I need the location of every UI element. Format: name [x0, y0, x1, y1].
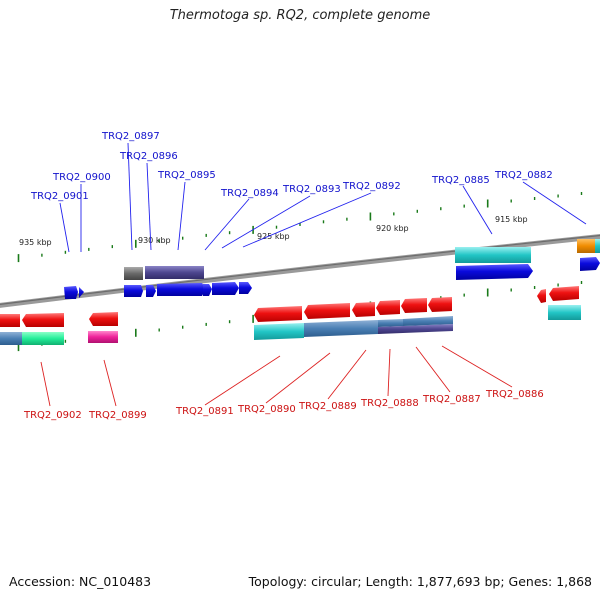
label-TRQ2_0888: TRQ2_0888 [360, 398, 419, 409]
gene-reverse-left-b[interactable] [22, 313, 64, 327]
gene-TRQ2_0899[interactable] [89, 312, 118, 326]
gene-forward-c[interactable] [239, 282, 252, 294]
scale-label-925: 925 kbp [257, 232, 290, 241]
label-TRQ2_0887: TRQ2_0887 [422, 394, 481, 405]
gene-TRQ2_0901[interactable] [64, 286, 78, 299]
feature-steel-left[interactable] [0, 332, 22, 345]
feature-cyan-right[interactable] [548, 305, 581, 320]
label-TRQ2_0889: TRQ2_0889 [298, 401, 357, 412]
scale-label-920: 920 kbp [376, 224, 409, 233]
feature-slate-band[interactable] [378, 324, 453, 334]
feature-slate-block[interactable] [145, 266, 204, 279]
gene-TRQ2_0896-feature[interactable] [146, 285, 156, 297]
feature-steel-band[interactable] [304, 320, 378, 337]
label-TRQ2_0894: TRQ2_0894 [220, 188, 279, 199]
label-TRQ2_0890: TRQ2_0890 [237, 404, 296, 415]
label-TRQ2_0897: TRQ2_0897 [101, 131, 160, 142]
feature-steel-band-3[interactable] [403, 316, 453, 326]
scale-label-930: 930 kbp [138, 236, 171, 245]
gene-TRQ2_0885[interactable] [456, 264, 533, 280]
label-TRQ2_0900: TRQ2_0900 [52, 172, 111, 183]
gene-forward-a[interactable] [203, 284, 212, 296]
gene-TRQ2_0900[interactable] [79, 287, 84, 298]
feature-cyan-edge[interactable] [595, 239, 600, 253]
label-TRQ2_0886: TRQ2_0886 [485, 389, 544, 400]
gene-TRQ2_0897-feature[interactable] [124, 285, 143, 297]
feature-steel-band-2[interactable] [378, 319, 403, 327]
label-TRQ2_0891: TRQ2_0891 [175, 406, 234, 417]
gene-TRQ2_0882[interactable] [580, 257, 600, 271]
label-TRQ2_0892: TRQ2_0892 [342, 181, 401, 192]
gene-TRQ2_0887[interactable] [401, 298, 427, 313]
feature-pink-TRQ2_0899[interactable] [88, 331, 118, 343]
gene-forward-b[interactable] [212, 282, 239, 295]
label-TRQ2_0896: TRQ2_0896 [119, 151, 178, 162]
reverse-leader-lines [40, 345, 513, 407]
topology-text: Topology: circular; Length: 1,877,693 bp… [248, 574, 592, 589]
accession-text: Accession: NC_010483 [9, 574, 152, 589]
feature-gray-block[interactable] [124, 267, 143, 280]
feature-cyan-TRQ2_0885[interactable] [455, 247, 531, 263]
scale-label-935: 935 kbp [19, 238, 52, 247]
gene-TRQ2_0890[interactable] [304, 303, 350, 319]
label-TRQ2_0902: TRQ2_0902 [23, 410, 82, 421]
label-TRQ2_0893: TRQ2_0893 [282, 184, 341, 195]
label-TRQ2_0901: TRQ2_0901 [30, 191, 89, 202]
gene-TRQ2_0886[interactable] [428, 297, 452, 312]
gene-reverse-left-a[interactable] [0, 314, 20, 327]
gene-reverse-right-a[interactable] [537, 289, 546, 303]
forward-genes [64, 239, 600, 299]
map-title: Thermotoga sp. RQ2, complete genome [169, 8, 431, 23]
label-TRQ2_0899: TRQ2_0899 [88, 410, 147, 421]
scale-ticks-outer [17, 192, 583, 263]
gene-TRQ2_0889[interactable] [352, 302, 375, 317]
forward-leader-lines [59, 142, 587, 253]
feature-orange[interactable] [577, 239, 595, 253]
label-TRQ2_0882: TRQ2_0882 [494, 170, 553, 181]
feature-cyan-0891[interactable] [254, 323, 304, 340]
label-TRQ2_0885: TRQ2_0885 [431, 175, 490, 186]
scale-label-915: 915 kbp [495, 215, 528, 224]
gene-TRQ2_0888[interactable] [376, 300, 400, 315]
gene-TRQ2_0891[interactable] [254, 306, 302, 322]
reverse-genes [0, 286, 581, 345]
gene-reverse-right-b[interactable] [549, 286, 579, 301]
gene-TRQ2_0895-feature[interactable] [157, 283, 206, 296]
feature-green-TRQ2_0902[interactable] [22, 332, 64, 345]
label-TRQ2_0895: TRQ2_0895 [157, 170, 216, 181]
